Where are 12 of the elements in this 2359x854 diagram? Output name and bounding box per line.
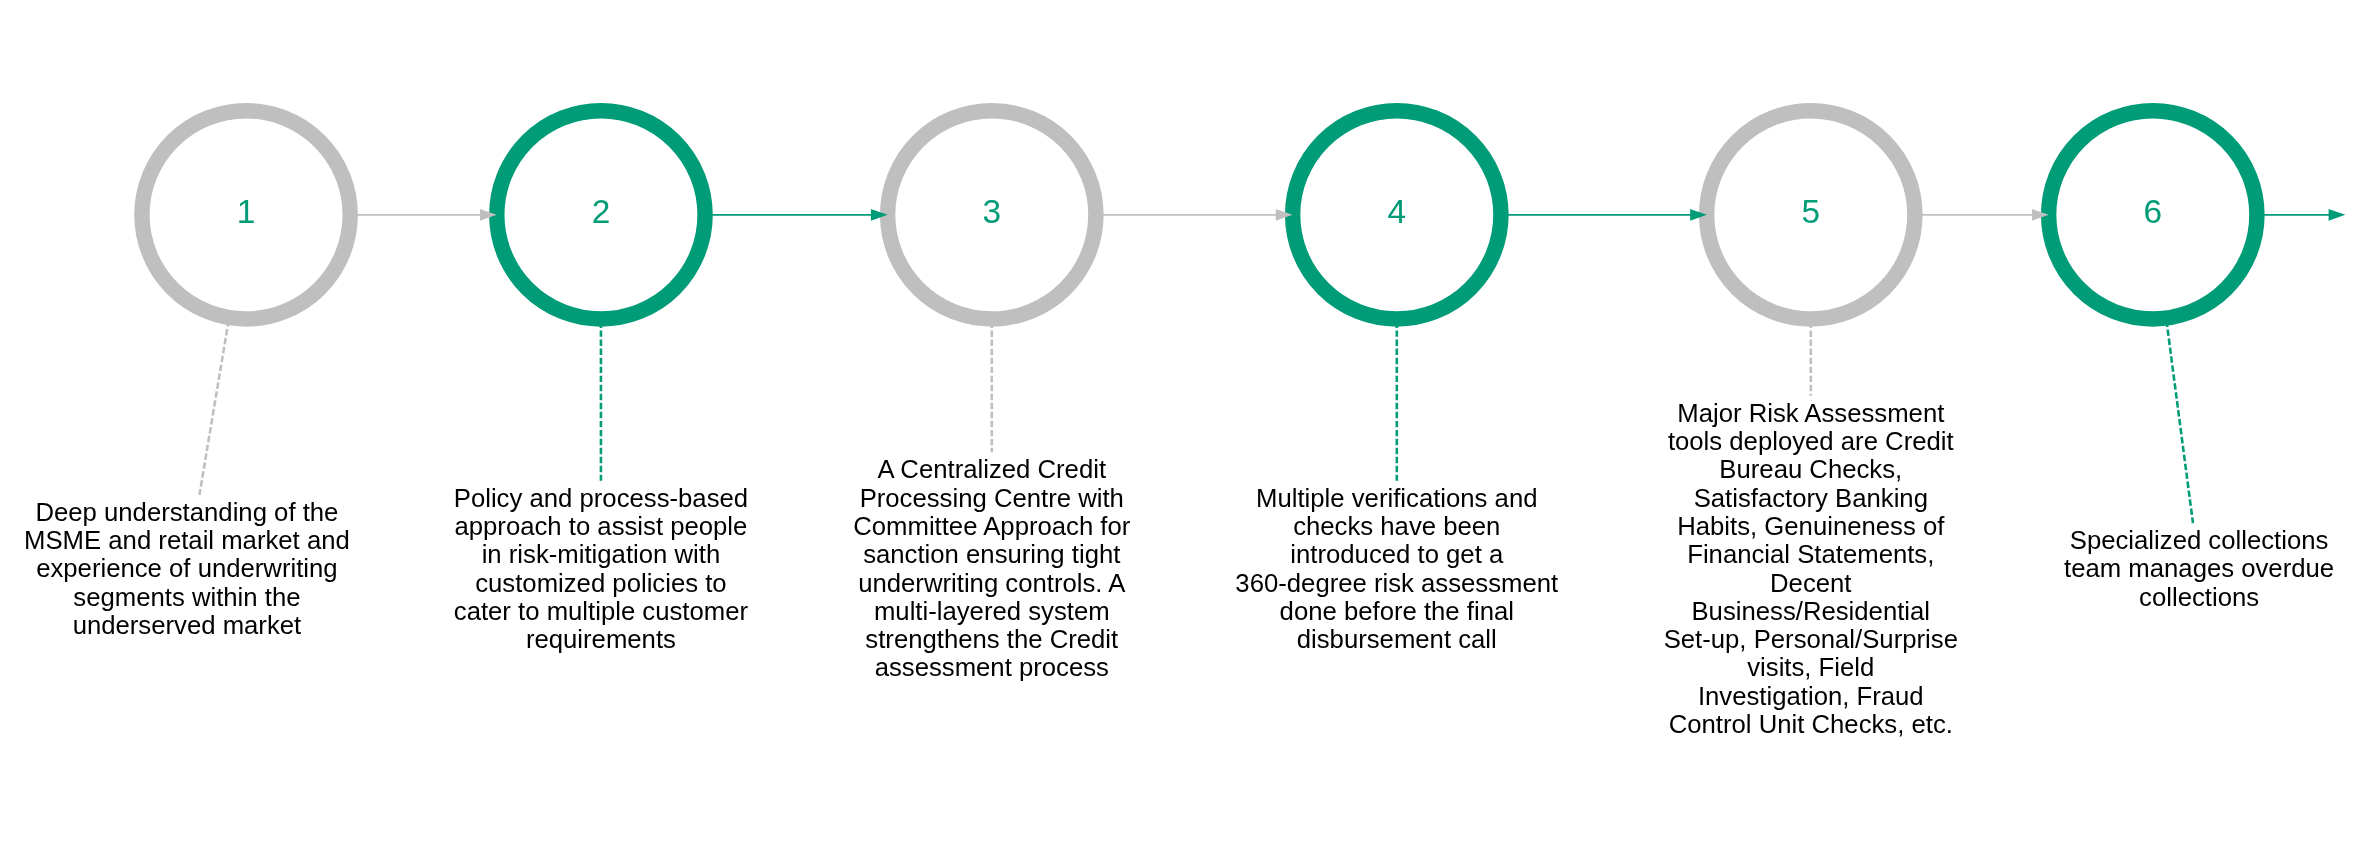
node-text: Major Risk Assessment tools deployed are Credit Bureau Checks, Satisfactory Banking Habits, Genuineness of Financial Statements, Decent Business/Residential Set-up, Personal/Surprise visits, Field Investigation, Fraud Control Unit Checks, etc. — [1663, 398, 1958, 738]
node-text: Multiple verifications and checks have been introduced to get a 360-degree risk assessment done before the final disbursement call — [1235, 483, 1559, 654]
node-circle: 4 — [1284, 103, 1509, 327]
node-circle: 3 — [879, 103, 1104, 327]
node-circle: 1 — [134, 103, 358, 327]
node-circle: 6 — [2040, 103, 2265, 327]
node-circle: 5 — [1698, 103, 1923, 327]
node-text: Specialized collections team manages overdue collections — [2064, 526, 2335, 611]
node-text: A Centralized Credit Processing Centre with Committee Approach for sanction ensuring tight underwriting controls. A multi-layered system strengthens the Credit assessment process — [853, 455, 1131, 682]
node-text: Deep understanding of the MSME and retail market and experience of underwriting segments within the underserved market — [24, 497, 350, 639]
node-text: Policy and process-based approach to assist people in risk-mitigation with customized policies to cater to multiple customer requirements — [453, 483, 749, 654]
node-circle: 2 — [489, 103, 713, 327]
